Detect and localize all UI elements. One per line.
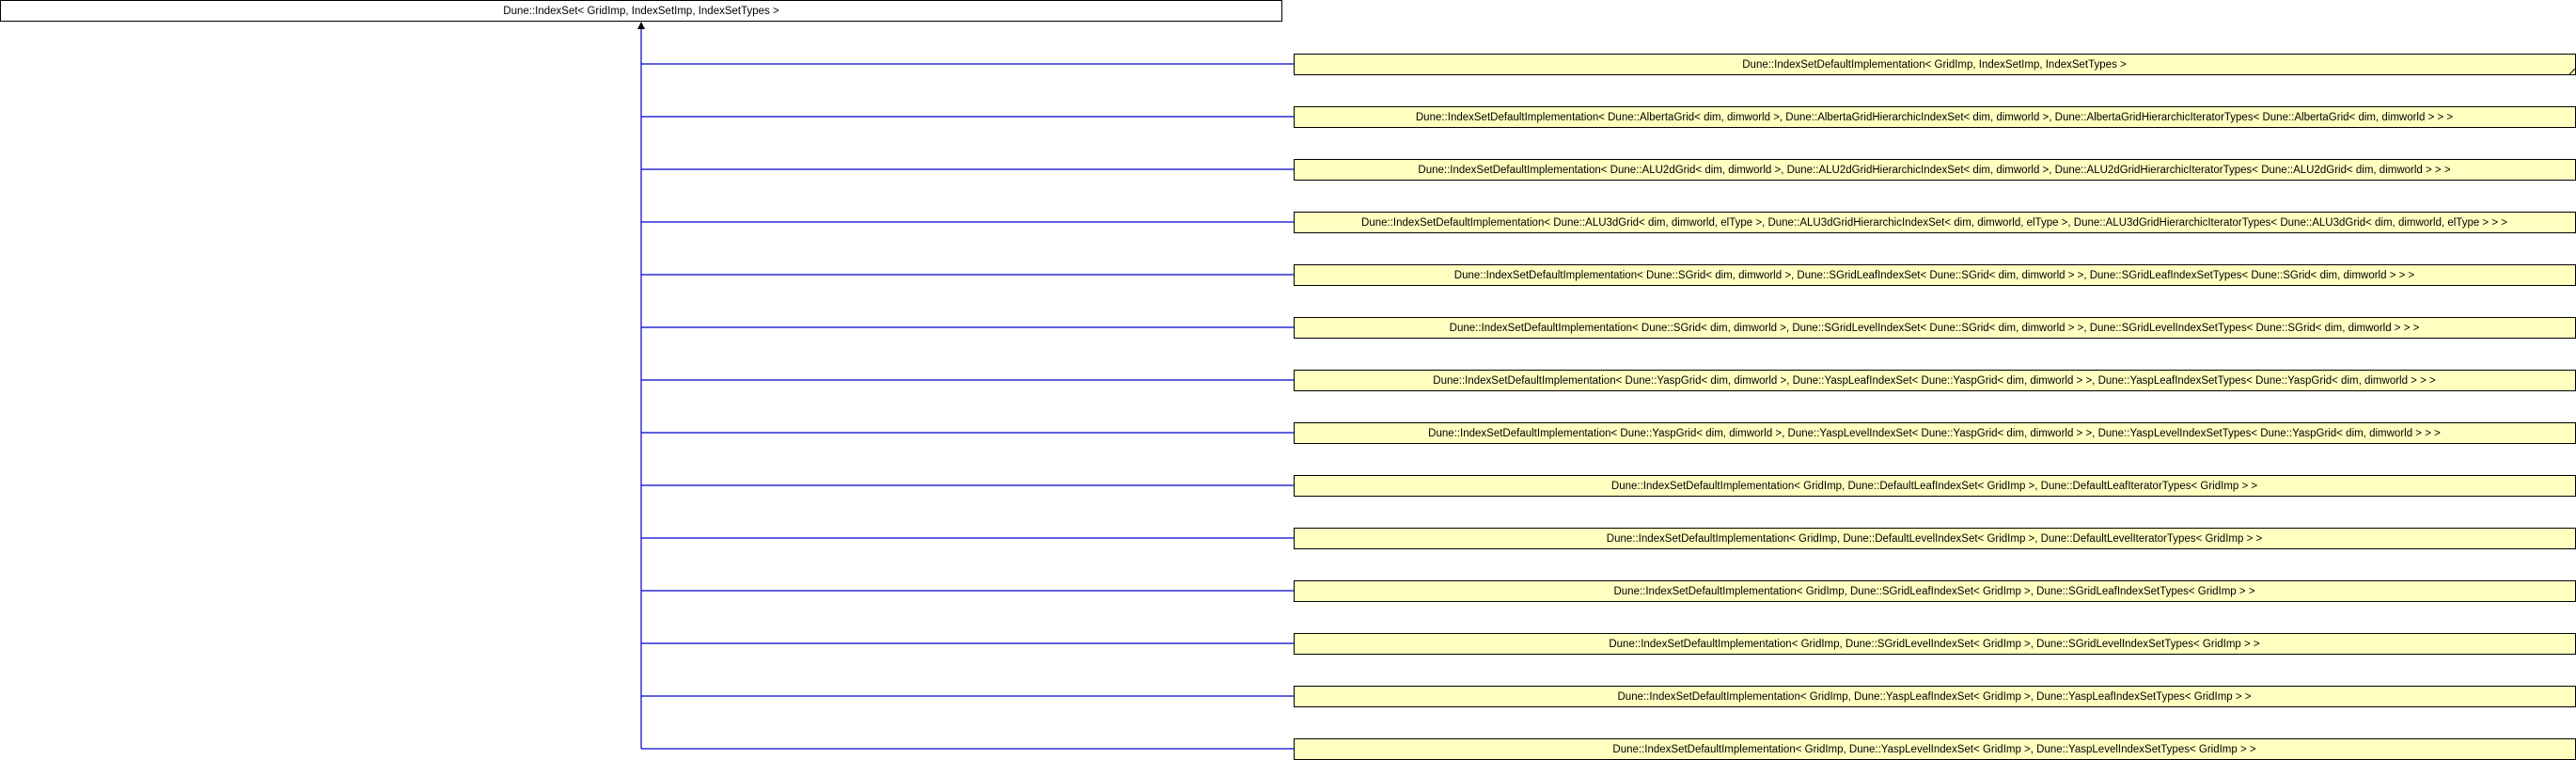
derived-class-node[interactable]: Dune::IndexSetDefaultImplementation< Dun… xyxy=(1294,264,2576,286)
truncation-mark-icon xyxy=(2568,68,2576,75)
derived-class-node[interactable]: Dune::IndexSetDefaultImplementation< Dun… xyxy=(1294,212,2576,233)
derived-class-label[interactable]: Dune::IndexSetDefaultImplementation< Gri… xyxy=(1618,691,2252,703)
derived-class-label[interactable]: Dune::IndexSetDefaultImplementation< Dun… xyxy=(1416,112,2454,123)
derived-class-node[interactable]: Dune::IndexSetDefaultImplementation< Gri… xyxy=(1294,633,2576,655)
derived-class-node[interactable]: Dune::IndexSetDefaultImplementation< Dun… xyxy=(1294,106,2576,128)
derived-class-label[interactable]: Dune::IndexSetDefaultImplementation< Gri… xyxy=(1742,59,2127,71)
derived-class-label[interactable]: Dune::IndexSetDefaultImplementation< Dun… xyxy=(1361,217,2507,229)
derived-class-node[interactable]: Dune::IndexSetDefaultImplementation< Dun… xyxy=(1294,159,2576,181)
derived-class-node[interactable]: Dune::IndexSetDefaultImplementation< Gri… xyxy=(1294,475,2576,497)
derived-class-label[interactable]: Dune::IndexSetDefaultImplementation< Gri… xyxy=(1607,533,2263,545)
derived-class-node[interactable]: Dune::IndexSetDefaultImplementation< Dun… xyxy=(1294,370,2576,391)
derived-class-node[interactable]: Dune::IndexSetDefaultImplementation< Dun… xyxy=(1294,422,2576,444)
derived-class-node[interactable]: Dune::IndexSetDefaultImplementation< Gri… xyxy=(1294,580,2576,602)
derived-class-node[interactable]: Dune::IndexSetDefaultImplementation< Gri… xyxy=(1294,528,2576,549)
derived-class-label[interactable]: Dune::IndexSetDefaultImplementation< Dun… xyxy=(1428,428,2441,439)
derived-class-label[interactable]: Dune::IndexSetDefaultImplementation< Dun… xyxy=(1450,323,2420,334)
derived-class-node[interactable]: Dune::IndexSetDefaultImplementation< Gri… xyxy=(1294,686,2576,707)
derived-class-label[interactable]: Dune::IndexSetDefaultImplementation< Gri… xyxy=(1611,481,2257,492)
base-class-box[interactable] xyxy=(0,0,1282,22)
derived-class-label[interactable]: Dune::IndexSetDefaultImplementation< Gri… xyxy=(1612,744,2255,755)
derived-class-label[interactable]: Dune::IndexSetDefaultImplementation< Dun… xyxy=(1418,165,2450,176)
edges xyxy=(640,28,1294,750)
derived-class-label[interactable]: Dune::IndexSetDefaultImplementation< Gri… xyxy=(1613,586,2254,597)
derived-class-nodes: Dune::IndexSetDefaultImplementation< Gri… xyxy=(1294,54,2576,760)
derived-class-label[interactable]: Dune::IndexSetDefaultImplementation< Dun… xyxy=(1433,375,2436,387)
derived-class-node[interactable]: Dune::IndexSetDefaultImplementation< Gri… xyxy=(1294,738,2576,760)
derived-class-label[interactable]: Dune::IndexSetDefaultImplementation< Gri… xyxy=(1609,639,2260,650)
arrowhead-icon xyxy=(637,22,645,29)
inheritance-arrowhead xyxy=(637,22,645,29)
derived-class-node[interactable]: Dune::IndexSetDefaultImplementation< Dun… xyxy=(1294,317,2576,339)
derived-class-label[interactable]: Dune::IndexSetDefaultImplementation< Dun… xyxy=(1454,270,2415,281)
base-class-label[interactable]: Dune::IndexSet< GridImp, IndexSetImp, In… xyxy=(503,6,779,17)
derived-class-node[interactable]: Dune::IndexSetDefaultImplementation< Gri… xyxy=(1294,54,2576,75)
base-class-node[interactable]: Dune::IndexSet< GridImp, IndexSetImp, In… xyxy=(0,0,1282,22)
